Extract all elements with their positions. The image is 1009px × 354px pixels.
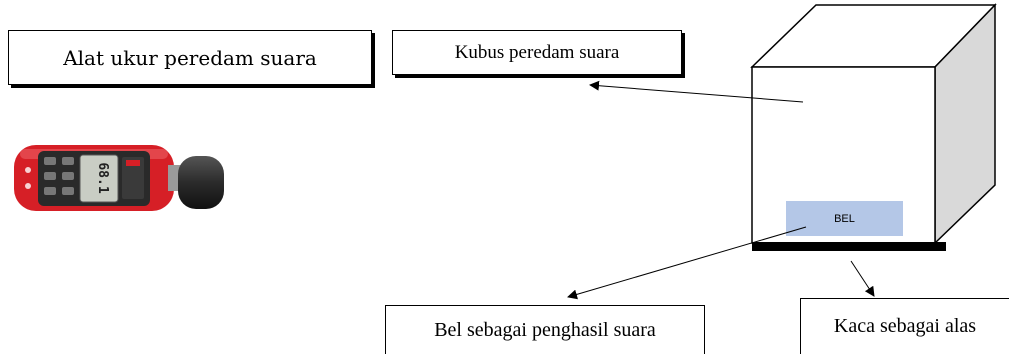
bell-label: BEL [834, 213, 855, 225]
meter-button [44, 157, 56, 165]
arrow-to-kubus-label [589, 80, 804, 103]
label-bel-sebagai: Bel sebagai penghasil suara [385, 305, 705, 354]
meter-button [44, 172, 56, 180]
sound-level-meter-image: 68.1 [14, 145, 224, 211]
arrow-to-bel-label [567, 226, 807, 300]
cube: BEL [750, 3, 997, 251]
arrow-to-kaca-label [850, 260, 875, 297]
label-kubus: Kubus peredam suara [392, 30, 682, 75]
bell-box [786, 201, 903, 236]
label-kaca: Kaca sebagai alas [800, 298, 1009, 354]
meter-label-strip [122, 157, 144, 199]
meter-button [62, 187, 74, 195]
meter-port [25, 183, 31, 189]
meter-lcd-reading: 68.1 [95, 162, 110, 193]
meter-button [62, 157, 74, 165]
label-alat-ukur: Alat ukur peredam suara [8, 30, 372, 85]
glass-base [752, 242, 946, 251]
microphone-windscreen [178, 156, 224, 209]
meter-button [62, 172, 74, 180]
meter-port [25, 167, 31, 173]
meter-lcd [79, 154, 119, 203]
meter-logo [126, 160, 140, 166]
meter-button [44, 187, 56, 195]
